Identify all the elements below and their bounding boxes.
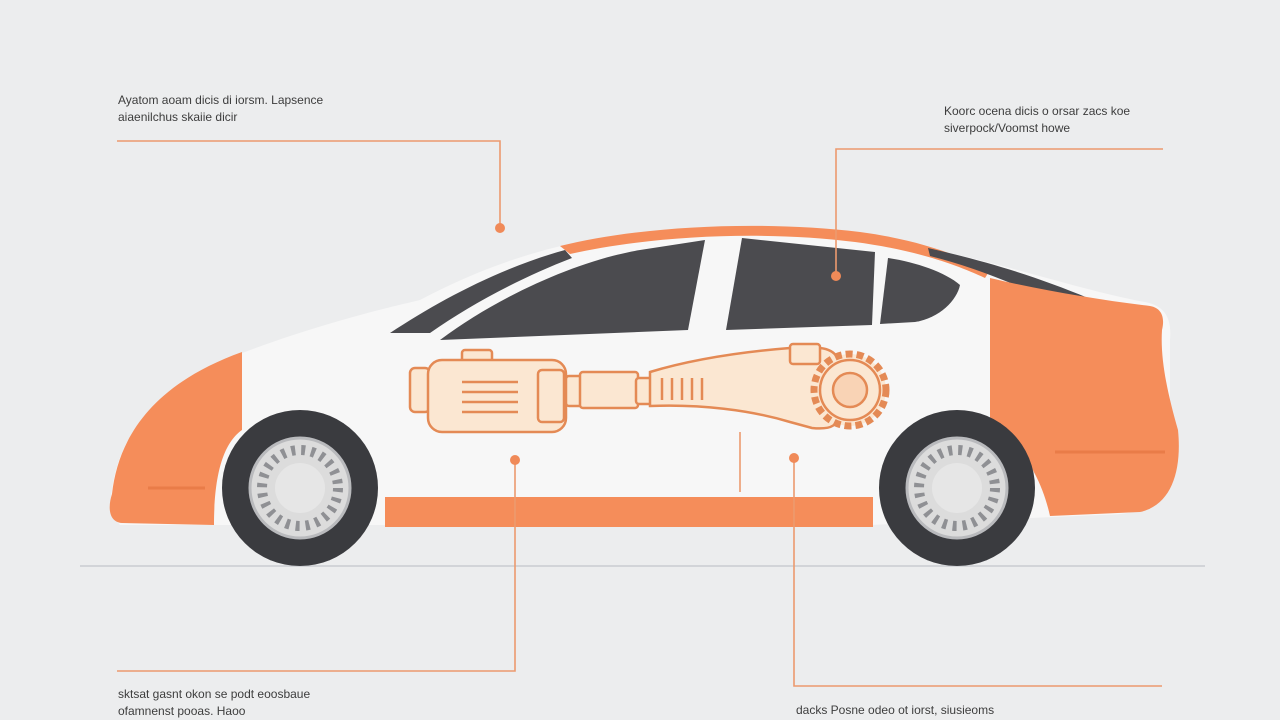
rocker-panel bbox=[385, 497, 873, 527]
front-hub bbox=[275, 463, 325, 513]
differential-box bbox=[788, 342, 822, 366]
front-rim-spokes bbox=[257, 445, 343, 531]
gear-icon bbox=[810, 350, 890, 430]
callout-bottom-left-line2: ofamnenst pooas. Haoo bbox=[118, 704, 246, 718]
front-wheel bbox=[222, 410, 378, 566]
drive-shaft bbox=[578, 370, 640, 410]
dot-bottom-left bbox=[510, 455, 520, 465]
windshield bbox=[390, 250, 572, 333]
callout-bottom-right: dacks Posne odeo ot iorst, siusieoms bbox=[796, 702, 994, 719]
callout-bottom-left: sktsat gasnt okon se podt eoosbaue ofamn… bbox=[118, 686, 310, 720]
callout-top-left-line2: aiaenilchus skaiie dicir bbox=[118, 110, 238, 124]
callout-top-right-line1: Koorc ocena dicis o orsar zacs koe bbox=[944, 104, 1131, 118]
front-fender bbox=[109, 352, 242, 525]
callout-bottom-right-line1: dacks Posne odeo ot iorst, siusieoms bbox=[796, 703, 995, 717]
dot-bottom-right bbox=[789, 453, 799, 463]
callout-bottom-left-line1: sktsat gasnt okon se podt eoosbaue bbox=[118, 687, 311, 701]
callout-top-right: Koorc ocena dicis o orsar zacs koe siver… bbox=[944, 103, 1130, 137]
leader-lines bbox=[117, 140, 1163, 687]
drivetrain bbox=[408, 342, 890, 434]
rear-panel bbox=[990, 278, 1179, 516]
rear-glass bbox=[928, 248, 1088, 300]
roof-stripe bbox=[560, 225, 990, 278]
rear-wheel bbox=[879, 410, 1035, 566]
leader-bottom-left bbox=[117, 460, 516, 672]
leader-bottom-right bbox=[793, 458, 1162, 687]
leader-dots bbox=[495, 223, 841, 465]
engine-side-plate bbox=[536, 368, 566, 424]
callout-top-left-line1: Ayatom aoam dicis di iorsm. Lapsence bbox=[118, 93, 324, 107]
rear-hub bbox=[932, 463, 982, 513]
leader-top-right bbox=[835, 148, 1163, 274]
dot-top-right bbox=[831, 271, 841, 281]
quarter-window bbox=[880, 258, 960, 324]
dot-top-left bbox=[495, 223, 505, 233]
callout-top-left: Ayatom aoam dicis di iorsm. Lapsence aia… bbox=[118, 92, 323, 126]
rear-door-window bbox=[726, 238, 875, 330]
leader-top-left bbox=[117, 140, 501, 226]
gear-hub bbox=[831, 371, 869, 409]
callout-top-right-line2: siverpock/Voomst howe bbox=[944, 121, 1071, 135]
front-window bbox=[440, 240, 705, 340]
rear-rim-spokes bbox=[914, 445, 1000, 531]
